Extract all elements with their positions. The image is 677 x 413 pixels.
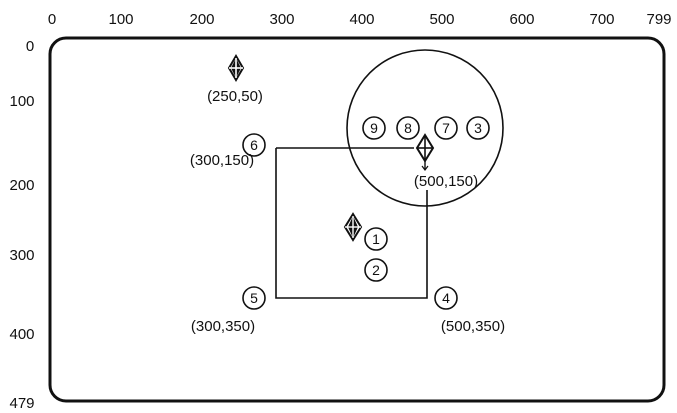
x-tick: 300 (269, 11, 294, 28)
coord-label-500-350: (500,350) (441, 318, 505, 335)
marker-5: 5 (242, 286, 266, 310)
marker-label: 7 (442, 120, 450, 136)
marker-6: 6 (242, 133, 266, 157)
x-axis-ticks: 0 100 200 300 400 500 600 700 799 (48, 11, 672, 28)
x-tick: 100 (108, 11, 133, 28)
marker-1: 1 (364, 227, 388, 251)
marker-4: 4 (434, 286, 458, 310)
y-tick: 100 (9, 93, 34, 110)
x-tick: 500 (429, 11, 454, 28)
x-tick: 400 (349, 11, 374, 28)
numbered-circle-icon (364, 258, 388, 282)
marker-9: 9 (362, 116, 386, 140)
coord-label-300-350: (300,350) (191, 318, 255, 335)
coord-label-500-150: (500,150) (414, 173, 478, 190)
y-tick: 200 (9, 177, 34, 194)
numbered-circle-icon (396, 116, 420, 140)
y-tick: 300 (9, 247, 34, 264)
marker-3: 3 (466, 116, 490, 140)
marker-label: 6 (250, 137, 258, 153)
marker-label: 9 (370, 120, 378, 136)
marker-label: 5 (250, 290, 258, 306)
numbered-circle-icon (466, 116, 490, 140)
x-tick: 700 (589, 11, 614, 28)
marker-label: 2 (372, 262, 380, 278)
marker-label: 8 (404, 120, 412, 136)
diamond-crosshair-icon (343, 212, 363, 242)
marker-8: 8 (396, 116, 420, 140)
x-tick: 799 (646, 11, 671, 28)
marker-label: 1 (372, 231, 380, 247)
x-tick: 0 (48, 11, 56, 28)
coord-label-250-50: (250,50) (207, 88, 263, 105)
numbered-circle-icon (364, 227, 388, 251)
numbered-circle-icon (434, 286, 458, 310)
diamond-crosshair-icon (227, 54, 245, 82)
numbered-circle-icon (242, 286, 266, 310)
y-tick: 479 (9, 395, 34, 412)
x-tick: 200 (189, 11, 214, 28)
rect-path (275, 148, 428, 299)
y-tick: 400 (9, 326, 34, 343)
numbered-circle-icon (434, 116, 458, 140)
y-tick: 0 (26, 38, 34, 55)
coord-label-300-150: (300,150) (190, 152, 254, 169)
marker-label: 4 (442, 290, 450, 306)
y-axis-ticks: 0 100 200 300 400 479 (9, 38, 34, 412)
screen-frame (48, 36, 666, 403)
x-tick: 600 (509, 11, 534, 28)
marker-2: 2 (364, 258, 388, 282)
large-circle (346, 49, 504, 207)
numbered-circle-icon (362, 116, 386, 140)
numbered-circle-icon (242, 133, 266, 157)
diamond-crosshair-icon (415, 133, 435, 171)
marker-label: 3 (474, 120, 482, 136)
marker-7: 7 (434, 116, 458, 140)
